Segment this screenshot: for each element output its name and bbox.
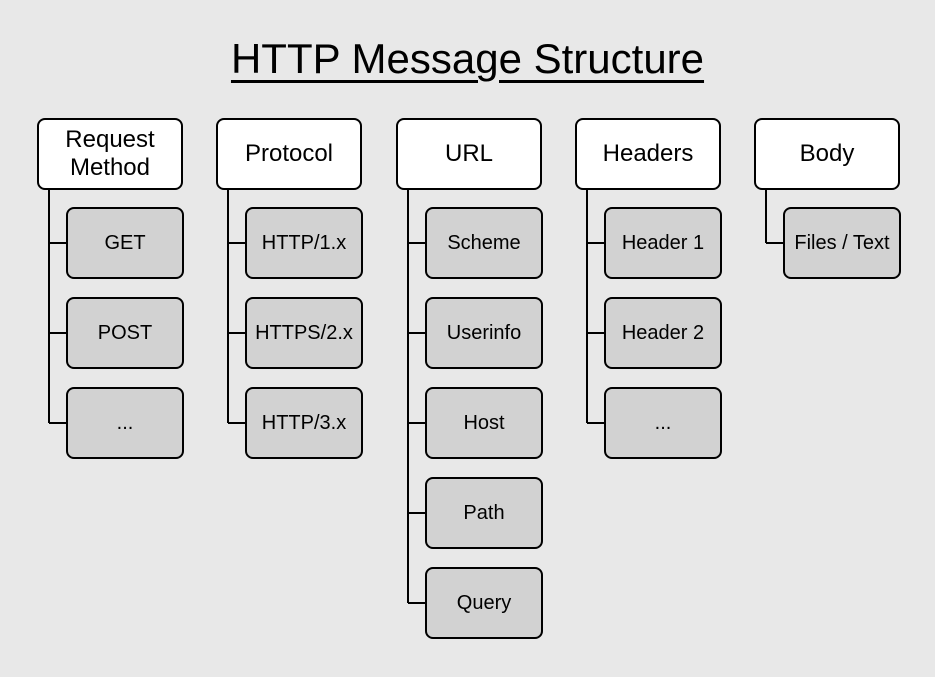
headers-item-header-1: Header 1 bbox=[604, 207, 722, 279]
url-item-query: Query bbox=[425, 567, 543, 639]
url-item-scheme: Scheme bbox=[425, 207, 543, 279]
request-method-item-get: GET bbox=[66, 207, 184, 279]
category-headers: Headers bbox=[575, 118, 721, 190]
category-body: Body bbox=[754, 118, 900, 190]
request-method-item-more: ... bbox=[66, 387, 184, 459]
protocol-item-http-3-x: HTTP/3.x bbox=[245, 387, 363, 459]
category-request-method: Request Method bbox=[37, 118, 183, 190]
category-url: URL bbox=[396, 118, 542, 190]
protocol-item-https-2-x: HTTPS/2.x bbox=[245, 297, 363, 369]
url-item-host: Host bbox=[425, 387, 543, 459]
headers-item-header-2: Header 2 bbox=[604, 297, 722, 369]
protocol-item-http-1-x: HTTP/1.x bbox=[245, 207, 363, 279]
url-item-userinfo: Userinfo bbox=[425, 297, 543, 369]
diagram-title: HTTP Message Structure bbox=[230, 35, 705, 82]
request-method-item-post: POST bbox=[66, 297, 184, 369]
headers-item-more: ... bbox=[604, 387, 722, 459]
category-protocol: Protocol bbox=[216, 118, 362, 190]
body-item-files-text: Files / Text bbox=[783, 207, 901, 279]
url-item-path: Path bbox=[425, 477, 543, 549]
